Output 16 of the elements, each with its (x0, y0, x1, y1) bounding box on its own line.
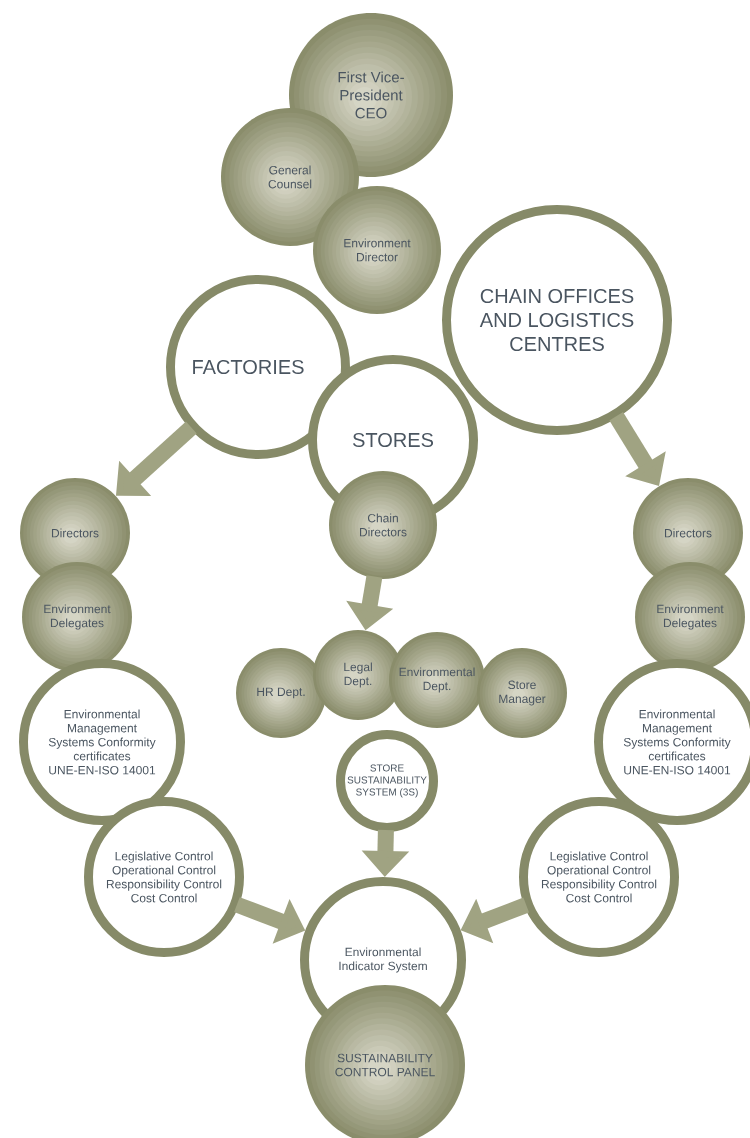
block-arrow (609, 412, 666, 486)
sphere-node: Environment Delegates (635, 562, 745, 672)
node-label: Environmental Management Systems Conformity certificates UNE-EN-ISO 14001 (623, 709, 731, 775)
sphere-node: Environment Delegates (22, 562, 132, 672)
ring-node: Environmental Management Systems Conformity certificates UNE-EN-ISO 14001 (594, 659, 750, 825)
sphere-node: Chain Directors (329, 471, 437, 579)
ring-node: FACTORIES (166, 275, 350, 459)
ring-node: Environmental Management Systems Conformity certificates UNE-EN-ISO 14001 (19, 659, 185, 825)
sphere-node: Environment Director (313, 186, 441, 314)
sphere-node: HR Dept. (236, 648, 326, 738)
ring-node: Legislative Control Operational Control Responsibility Control Cost Control (84, 797, 244, 957)
ring-node: STORE SUSTAINABILITY SYSTEM (3S) (336, 730, 438, 832)
ring-node: CHAIN OFFICES AND LOGISTICS CENTRES (442, 205, 672, 435)
sphere-node: Store Manager (477, 648, 567, 738)
sphere-node: Environmental Dept. (389, 632, 485, 728)
ring-node: Legislative Control Operational Control Responsibility Control Cost Control (519, 797, 679, 957)
